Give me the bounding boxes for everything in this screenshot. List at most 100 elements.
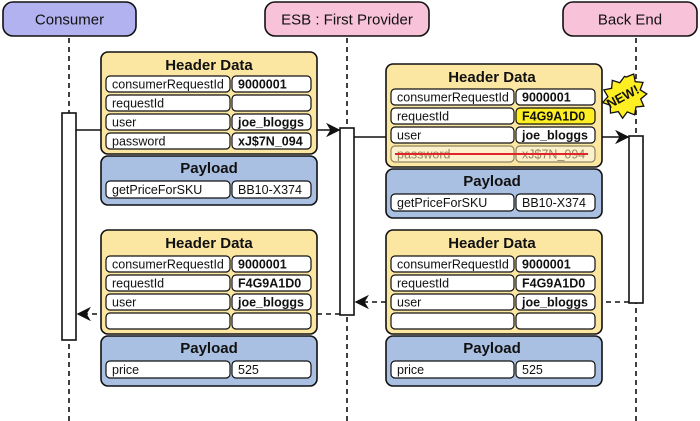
value-text: joe_bloggs <box>237 116 304 130</box>
key-cell <box>105 255 231 273</box>
key-text: requestId <box>397 110 449 124</box>
header-row: password xJ$7N_094 <box>105 132 312 150</box>
actor-backend-label: Back End <box>598 12 662 29</box>
header-row: user joe_bloggs <box>390 293 596 311</box>
key-cell <box>105 113 231 131</box>
payload-title: Payload <box>463 173 521 190</box>
message-1-consumer-request: Header Data consumerRequestId 9000001 re… <box>100 51 318 206</box>
value-cell <box>231 274 312 292</box>
value-cell <box>231 132 312 150</box>
value-cell <box>231 180 312 199</box>
actor-consumer: Consumer <box>2 1 137 37</box>
message-3-consumer-response: Header Data consumerRequestId 9000001 re… <box>100 229 318 387</box>
value-cell <box>515 293 596 311</box>
key-cell <box>105 180 231 199</box>
header-row: user joe_bloggs <box>105 113 312 131</box>
key-text: consumerRequestId <box>112 258 224 272</box>
key-text: getPriceForSKU <box>397 196 487 210</box>
key-cell <box>390 255 515 273</box>
value-cell <box>231 75 312 93</box>
key-text: consumerRequestId <box>397 91 509 105</box>
value-text: 9000001 <box>522 258 571 272</box>
key-cell <box>390 293 515 311</box>
key-cell <box>105 94 231 112</box>
header-row: requestId <box>105 94 312 112</box>
key-cell <box>105 312 231 330</box>
payload-panel: Payload getPriceForSKU BB10-X374 <box>385 168 603 219</box>
value-cell <box>231 293 312 311</box>
header-title: Header Data <box>448 235 536 252</box>
message-2-esb-request: Header Data consumerRequestId 9000001 re… <box>385 63 648 219</box>
payload-row: getPriceForSKU BB10-X374 <box>105 180 312 199</box>
actor-esb: ESB : First Provider <box>264 1 430 37</box>
payload-row: getPriceForSKU BB10-X374 <box>390 193 596 212</box>
value-cell <box>515 255 596 273</box>
key-cell <box>105 293 231 311</box>
starburst-icon <box>601 73 648 120</box>
payload-panel: Payload getPriceForSKU BB10-X374 <box>100 155 318 206</box>
key-text: price <box>112 363 139 377</box>
header-row: consumerRequestId 9000001 <box>390 88 596 106</box>
header-title: Header Data <box>448 69 536 86</box>
key-cell <box>390 107 515 125</box>
value-text: xJ$7N_094 <box>238 135 303 149</box>
highlighted-value-cell <box>515 107 596 125</box>
key-cell <box>105 75 231 93</box>
header-row: consumerRequestId 9000001 <box>390 255 596 273</box>
key-text: user <box>397 129 421 143</box>
key-cell <box>390 88 515 106</box>
payload-panel: Payload price 525 <box>385 335 603 387</box>
value-text: 525 <box>522 363 543 377</box>
key-cell <box>105 132 231 150</box>
value-text: joe_bloggs <box>237 296 304 310</box>
key-text: requestId <box>112 277 164 291</box>
new-badge: NEW! <box>601 73 648 120</box>
actor-backend: Back End <box>562 1 698 37</box>
value-text: 525 <box>238 363 259 377</box>
header-row: consumerRequestId 9000001 <box>105 75 312 93</box>
value-text: BB10-X374 <box>238 183 302 197</box>
key-text: user <box>397 296 421 310</box>
header-row: requestId F4G9A1D0 <box>390 107 596 125</box>
header-panel: Header Data consumerRequestId 9000001 re… <box>100 51 318 155</box>
payload-title: Payload <box>463 340 521 357</box>
payload-panel: Payload price 525 <box>100 335 318 387</box>
value-cell <box>515 274 596 292</box>
value-cell <box>515 126 596 144</box>
actor-consumer-label: Consumer <box>35 12 104 29</box>
actor-esb-box <box>264 1 430 37</box>
backend-activation <box>628 135 644 304</box>
key-text: requestId <box>397 277 449 291</box>
payload-row: price 525 <box>390 360 596 379</box>
key-cell <box>390 274 515 292</box>
header-title: Header Data <box>165 57 253 74</box>
header-row: requestId F4G9A1D0 <box>105 274 312 292</box>
header-panel: Header Data consumerRequestId 9000001 re… <box>385 229 603 335</box>
consumer-activation <box>61 112 77 341</box>
key-cell <box>390 126 515 144</box>
payload-row: price 525 <box>105 360 312 379</box>
value-cell <box>231 94 312 112</box>
key-text: requestId <box>112 97 164 111</box>
header-row-empty <box>105 312 312 330</box>
value-text: joe_bloggs <box>521 129 588 143</box>
actor-backend-box <box>562 1 698 37</box>
value-cell <box>231 255 312 273</box>
esb-activation <box>339 127 355 316</box>
key-text: user <box>112 296 136 310</box>
header-row-empty <box>390 312 596 330</box>
payload-title: Payload <box>180 160 238 177</box>
value-text: 9000001 <box>238 78 287 92</box>
header-panel: Header Data consumerRequestId 9000001 re… <box>385 63 603 168</box>
key-text: price <box>397 363 424 377</box>
actor-consumer-box <box>2 1 137 37</box>
value-text: 9000001 <box>522 91 571 105</box>
key-cell <box>390 360 515 379</box>
value-cell <box>515 88 596 106</box>
value-cell <box>231 113 312 131</box>
value-text: F4G9A1D0 <box>522 277 585 291</box>
key-text: password <box>112 135 166 149</box>
header-row: user joe_bloggs <box>105 293 312 311</box>
